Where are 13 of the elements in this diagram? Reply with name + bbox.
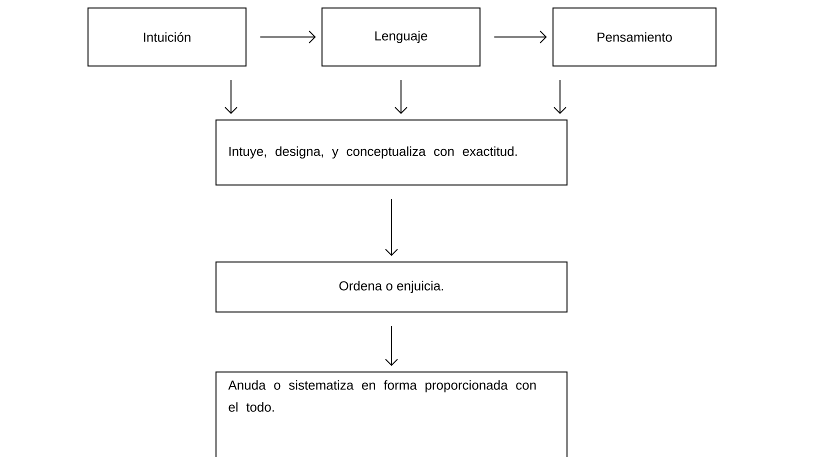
arrow xyxy=(260,30,316,44)
process-box: Intuición xyxy=(88,8,246,66)
arrow xyxy=(385,326,398,366)
arrow xyxy=(494,30,547,44)
process-box: Anuda o sistematiza en forma proporcionada con el todo. xyxy=(216,372,568,457)
process-box: Intuye, designa, y conceptualiza con exactitud. xyxy=(216,120,568,186)
arrow xyxy=(224,80,238,114)
arrow xyxy=(385,198,398,256)
arrow xyxy=(554,80,566,114)
process-box: Lenguaje xyxy=(322,8,480,66)
process-box: Pensamiento xyxy=(552,8,716,66)
arrow xyxy=(394,80,408,114)
process-box: Ordena o enjuicia. xyxy=(216,262,568,312)
